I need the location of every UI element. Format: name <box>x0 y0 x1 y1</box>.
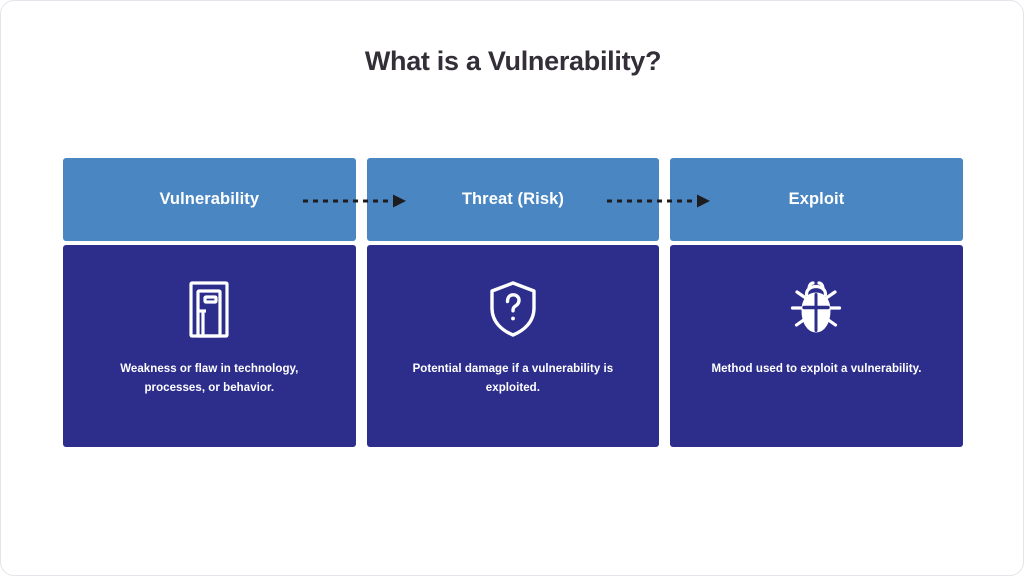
shield-question-icon <box>482 278 544 340</box>
page-title: What is a Vulnerability? <box>364 46 662 76</box>
concept-card-grid: Vulnerability Weakness or flaw in techno… <box>63 158 963 447</box>
door-icon <box>178 278 240 340</box>
card-header-vulnerability[interactable]: Vulnerability <box>63 158 356 241</box>
card-body-exploit: Method used to exploit a vulnerability. <box>670 245 963 447</box>
card-header-label: Threat (Risk) <box>461 190 564 208</box>
card-body-threat: Potential damage if a vulnerability is e… <box>366 245 660 447</box>
card-header-label: Vulnerability <box>159 190 260 208</box>
concept-column-threat: Threat (Risk) Potential damage if a vuln… <box>366 158 660 447</box>
card-description: Potential damage if a vulnerability is e… <box>412 363 614 394</box>
concept-column-exploit: Exploit <box>670 158 963 447</box>
concept-column-vulnerability: Vulnerability Weakness or flaw in techno… <box>63 158 356 447</box>
card-header-threat[interactable]: Threat (Risk) <box>366 158 660 241</box>
card-body-vulnerability: Weakness or flaw in technology, processe… <box>63 245 356 447</box>
card-header-label: Exploit <box>788 190 845 208</box>
bug-icon <box>785 278 847 340</box>
card-description: Weakness or flaw in technology, processe… <box>120 363 299 394</box>
card-description: Method used to exploit a vulnerability. <box>711 363 922 375</box>
card-header-exploit[interactable]: Exploit <box>670 158 963 241</box>
